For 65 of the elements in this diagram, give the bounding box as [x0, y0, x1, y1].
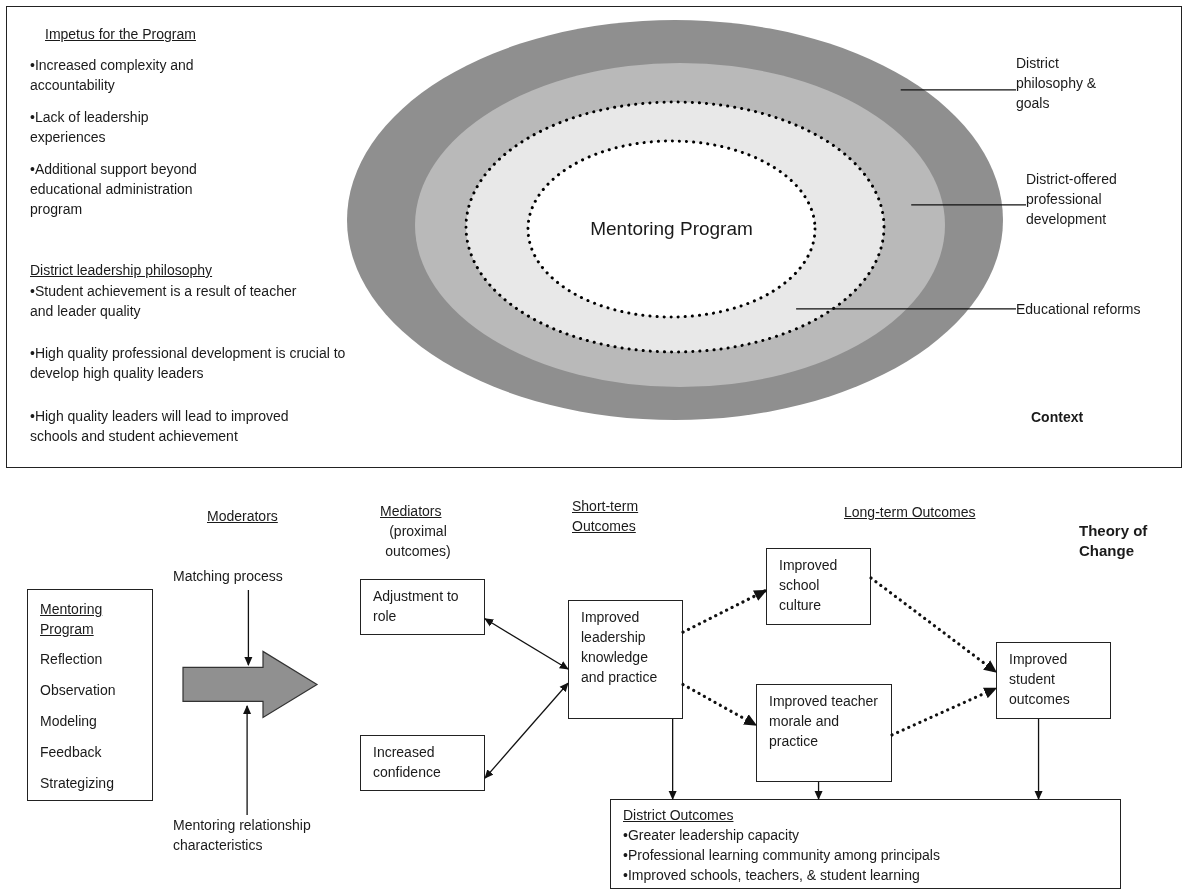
outcome-box	[568, 600, 683, 719]
arrow	[668, 718, 677, 800]
bullet-text: •Greater leadership capacity	[623, 826, 801, 845]
annotation-text: Matching process	[173, 566, 318, 590]
section-heading: Short-term Outcomes	[572, 497, 640, 536]
section-heading: District leadership philosophy	[30, 261, 214, 280]
bullet-text: •Student achievement is a result of teacher and leader quality	[30, 282, 298, 321]
box-heading: Mentoring Program	[40, 600, 104, 639]
ring-ellipse	[464, 100, 886, 354]
box-text: Improved student outcomes	[1009, 650, 1071, 709]
annotation-text: District philosophy & goals	[1016, 53, 1126, 119]
box-text: Improved school culture	[779, 556, 839, 615]
annotation-text: Mentoring relationship characteristics	[173, 815, 363, 861]
outcome-box	[360, 579, 485, 635]
box-heading: District Outcomes	[623, 806, 735, 825]
list-item: Reflection	[40, 650, 104, 669]
box-text: Increased confidence	[373, 743, 442, 782]
outcome-box	[610, 799, 1121, 889]
column-subheading: (proximal outcomes)	[384, 522, 452, 561]
section-heading: Moderators	[207, 507, 279, 526]
leader-line	[795, 308, 1017, 310]
arrow	[814, 781, 823, 800]
dotted-arrow	[869, 576, 998, 674]
annotation-text: District-offered professional development	[1026, 169, 1151, 235]
panel-title: Context	[1031, 408, 1084, 427]
outcome-box	[766, 548, 871, 625]
bullet-text: •Improved schools, teachers, & student learning	[623, 866, 921, 885]
dotted-arrow	[681, 588, 768, 634]
bullet-text: •High quality leaders will lead to improved schools and student achievement	[30, 407, 290, 446]
double-arrow	[484, 618, 569, 670]
list-item: Observation	[40, 681, 117, 700]
bullet-text: •Increased complexity and accountability	[30, 56, 195, 95]
section-label: Theory of Change	[1079, 521, 1149, 561]
bullet-text: •Additional support beyond educational administration program	[30, 160, 198, 219]
arrow	[1034, 718, 1043, 800]
box-text: Improved teacher morale and practice	[769, 692, 879, 751]
leader-line	[910, 204, 1027, 206]
arrow	[244, 589, 253, 666]
annotation-text: Educational reforms	[1016, 299, 1166, 321]
center-label: Mentoring Program	[590, 219, 753, 239]
section-heading: Mediators	[380, 502, 443, 521]
dotted-arrow	[681, 682, 758, 727]
ring-ellipse	[413, 61, 947, 389]
outcome-box	[996, 642, 1111, 719]
context-panel	[6, 6, 1182, 468]
dotted-arrow	[890, 686, 998, 737]
bullet-text: •Professional learning community among principals	[623, 846, 941, 865]
section-heading: Long-term Outcomes	[844, 503, 977, 522]
ring-ellipse	[345, 18, 1005, 422]
list-item: Feedback	[40, 743, 103, 762]
outcome-box	[756, 684, 892, 782]
list-item: Modeling	[40, 712, 98, 731]
bullet-text: •Lack of leadership experiences	[30, 108, 150, 147]
arrow	[243, 705, 252, 816]
bullet-text: •High quality professional development is crucial to develop high quality leaders	[30, 344, 347, 383]
leader-line	[900, 89, 1017, 91]
double-arrow	[484, 682, 569, 779]
box-text: Adjustment to role	[373, 587, 460, 626]
section-heading: Impetus for the Program	[45, 25, 197, 44]
program-box	[27, 589, 153, 801]
ring-ellipse	[526, 139, 817, 319]
list-item: Strategizing	[40, 774, 115, 793]
box-text: Improved leadership knowledge and practice	[581, 608, 659, 687]
block-arrow	[182, 650, 319, 719]
outcome-box	[360, 735, 485, 791]
